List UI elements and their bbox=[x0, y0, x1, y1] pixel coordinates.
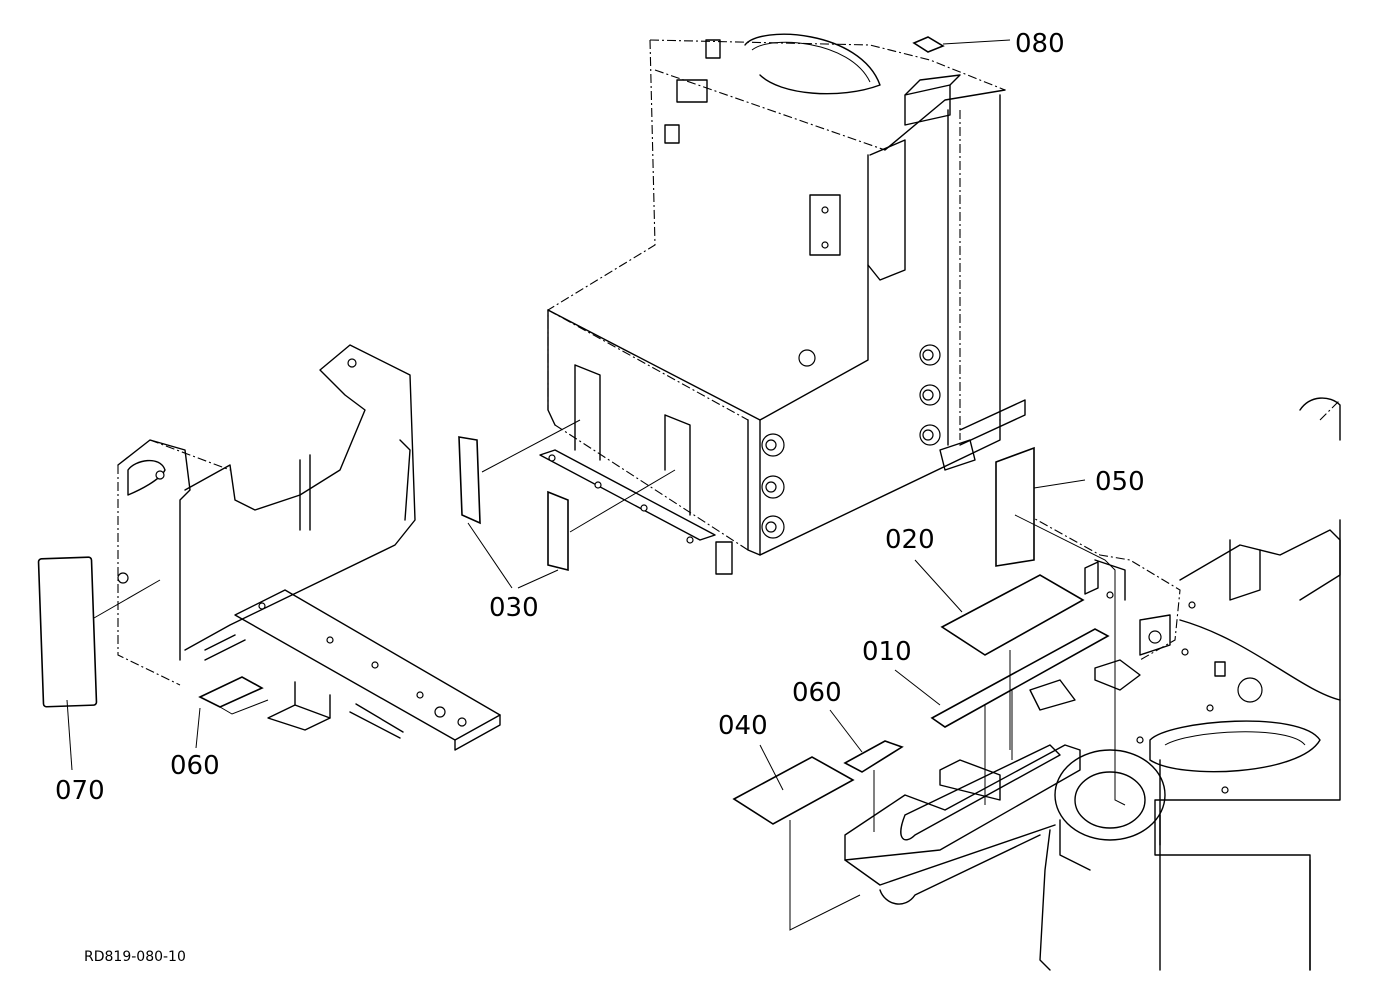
label-060-right: 060 bbox=[792, 678, 842, 708]
hydraulic-tank-assembly bbox=[539, 33, 1026, 575]
pad-030-lower bbox=[547, 490, 569, 572]
drawing-number: RD819-080-10 bbox=[84, 949, 186, 965]
label-020: 020 bbox=[885, 525, 935, 555]
pad-050 bbox=[995, 446, 1035, 567]
pad-080 bbox=[912, 36, 945, 53]
label-070: 070 bbox=[55, 776, 105, 806]
right-frame-assembly bbox=[844, 397, 1341, 971]
label-010: 010 bbox=[862, 637, 912, 667]
leader-lines bbox=[66, 39, 1126, 931]
pad-040 bbox=[732, 756, 855, 825]
pad-030-upper bbox=[458, 436, 481, 525]
label-030: 030 bbox=[489, 593, 539, 623]
pad-010 bbox=[930, 628, 1110, 728]
pad-070 bbox=[37, 556, 98, 708]
part-pads bbox=[37, 36, 1110, 825]
label-060-left: 060 bbox=[170, 751, 220, 781]
pad-060-left bbox=[198, 676, 264, 708]
part-labels: 080 050 020 010 060 040 030 060 070 RD81… bbox=[55, 29, 1145, 965]
label-050: 050 bbox=[1095, 467, 1145, 497]
pad-020 bbox=[940, 574, 1085, 656]
pad-060-right bbox=[843, 740, 904, 773]
left-bracket-assembly bbox=[117, 344, 501, 751]
label-080: 080 bbox=[1015, 29, 1065, 59]
label-040: 040 bbox=[718, 711, 768, 741]
